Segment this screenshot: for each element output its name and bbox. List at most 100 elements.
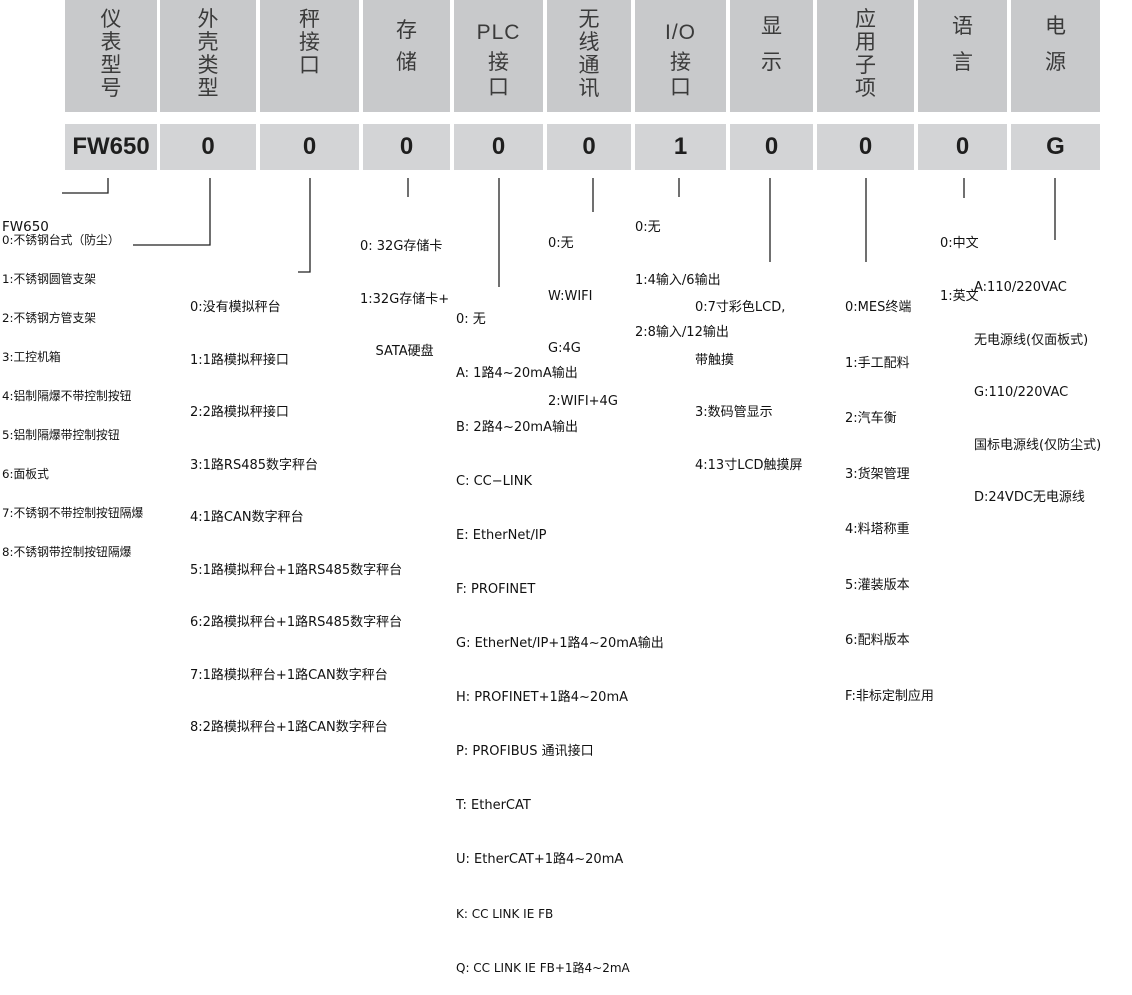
option-item: 8:2路模拟秤台+1路CAN数字秤台: [190, 720, 388, 735]
value-power: G: [1011, 124, 1100, 170]
options-wireless: 0:无 W:WIFI G:4G 2:WIFI+4G: [548, 200, 618, 428]
header-application: 应用子项: [817, 0, 914, 112]
header-display: 显示: [730, 0, 813, 112]
value-wireless: 0: [547, 124, 631, 170]
option-item: 8:不锈钢带控制按钮隔爆: [2, 545, 132, 559]
option-item: 7:1路模拟秤台+1路CAN数字秤台: [190, 667, 388, 683]
value-io: 1: [635, 124, 726, 170]
option-item: 2:汽车衡: [845, 411, 897, 426]
options-power: A:110/220VAC 无电源线(仅面板式) G:110/220VAC 国标电…: [974, 244, 1101, 524]
option-item: 4:铝制隔爆不带控制按钮: [2, 389, 132, 403]
header-label: 显示: [761, 14, 782, 74]
option-item: 2:8输入/12输出: [635, 325, 729, 340]
option-item: 1:4输入/6输出: [635, 272, 721, 288]
option-item: 0:MES终端: [845, 300, 912, 315]
header-label: 秤接口: [299, 7, 320, 77]
option-item: 0:不锈钢台式（防尘）: [2, 233, 120, 247]
option-item: 4:13寸LCD触摸屏: [695, 457, 803, 473]
options-storage: 0: 32G存储卡 1:32G存储卡+ SATA硬盘: [360, 203, 449, 378]
header-housing: 外壳类型: [160, 0, 256, 112]
option-item: A:110/220VAC: [974, 280, 1067, 295]
header-language: 语言: [918, 0, 1007, 112]
option-item: 6:2路模拟秤台+1路RS485数字秤台: [190, 615, 403, 630]
option-item: 6:面板式: [2, 467, 49, 481]
header-plc: PLC 接口: [454, 0, 543, 112]
connector-lines: [62, 178, 1056, 287]
option-item: G: EtherNet/IP+1路4~20mA输出: [456, 636, 664, 651]
option-item: 1:1路模拟秤接口: [190, 352, 289, 368]
options-model: FW650: [2, 184, 49, 254]
option-item: P: PROFIBUS 通讯接口: [456, 744, 594, 759]
option-item: 3:货架管理: [845, 466, 910, 482]
option-item: A: 1路4~20mA输出: [456, 366, 578, 381]
options-housing: 0:不锈钢台式（防尘） 1:不锈钢圆管支架 2:不锈钢方管支架 3:工控机箱 4…: [2, 208, 143, 572]
value-application: 0: [817, 124, 914, 170]
option-item: 0: 无: [456, 312, 486, 327]
option-item: 4:1路CAN数字秤台: [190, 510, 304, 525]
option-item: 1:手工配料: [845, 355, 910, 371]
value-storage: 0: [363, 124, 450, 170]
value-plc: 0: [454, 124, 543, 170]
option-item: G:110/220VAC: [974, 385, 1069, 400]
header-wireless: 无线通讯: [547, 0, 631, 112]
value-scale-interface: 0: [260, 124, 359, 170]
option-item: 2:不锈钢方管支架: [2, 311, 97, 325]
option-item: 0: 32G存储卡: [360, 239, 443, 254]
option-item: 3:数码管显示: [695, 405, 773, 420]
option-item: 1:32G存储卡+: [360, 291, 450, 307]
option-item: Q: CC LINK IE FB+1路4~2mA: [456, 961, 630, 975]
option-item: 0:7寸彩色LCD,: [695, 300, 786, 315]
option-item: G:4G: [548, 341, 581, 356]
header-label-rest: 接口: [670, 49, 691, 99]
option-item: 3:1路RS485数字秤台: [190, 457, 319, 473]
header-scale-interface: 秤接口: [260, 0, 359, 112]
option-item: 5:1路模拟秤台+1路RS485数字秤台: [190, 562, 403, 578]
option-item: 无电源线(仅面板式): [974, 332, 1089, 348]
header-label: 仪表型号: [100, 7, 122, 100]
header-model: 仪表型号: [65, 0, 157, 112]
option-item: 3:工控机箱: [2, 350, 61, 364]
option-item: 2:WIFI+4G: [548, 393, 618, 409]
header-label: 外壳类型: [197, 7, 219, 100]
option-item: SATA硬盘: [375, 344, 434, 359]
option-item: 2:2路模拟秤接口: [190, 405, 289, 420]
option-item: K: CC LINK IE FB: [456, 907, 554, 921]
options-language: 0:中文 1:英文: [940, 200, 979, 323]
header-label-latin: I/O: [664, 20, 696, 44]
options-io: 0:无 1:4输入/6输出 2:8输入/12输出: [635, 184, 729, 359]
option-item: T: EtherCAT: [456, 798, 531, 813]
header-label-latin: PLC: [476, 20, 521, 44]
option-item: D:24VDC无电源线: [974, 490, 1085, 505]
option-item: 1:不锈钢圆管支架: [2, 272, 97, 286]
option-item: 6:配料版本: [845, 633, 910, 648]
option-item: 5:灌装版本: [845, 577, 910, 593]
option-item: C: CC−LINK: [456, 474, 532, 489]
option-item: FW650: [2, 219, 49, 235]
option-item: E: EtherNet/IP: [456, 528, 547, 543]
option-item: F: PROFINET: [456, 582, 536, 597]
option-item: 0:无: [548, 236, 574, 251]
header-storage: 存储: [363, 0, 450, 112]
option-item: 带触摸: [695, 352, 735, 368]
option-item: 1:英文: [940, 288, 979, 304]
header-label: 无线通讯: [578, 7, 600, 100]
header-label-rest: 接口: [488, 49, 509, 99]
options-application: 0:MES终端 1:手工配料 2:汽车衡 3:货架管理 4:料塔称重 5:灌装版…: [845, 262, 934, 725]
header-label: 语言: [952, 14, 973, 74]
option-item: 5:铝制隔爆带控制按钮: [2, 428, 120, 442]
option-item: 0:中文: [940, 236, 979, 251]
option-item: 7:不锈钢不带控制按钮隔爆: [2, 506, 144, 520]
header-power: 电源: [1011, 0, 1100, 112]
value-language: 0: [918, 124, 1007, 170]
header-label: 存储: [396, 18, 417, 74]
option-item: U: EtherCAT+1路4~20mA: [456, 852, 624, 867]
header-label: 应用子项: [855, 7, 876, 100]
header-io: I/O 接口: [635, 0, 726, 112]
option-item: F:非标定制应用: [845, 688, 934, 704]
value-display: 0: [730, 124, 813, 170]
value-housing: 0: [160, 124, 256, 170]
option-item: W:WIFI: [548, 288, 593, 304]
options-display: 0:7寸彩色LCD, 带触摸 3:数码管显示 4:13寸LCD触摸屏: [695, 264, 803, 492]
option-item: 0:没有模拟秤台: [190, 300, 281, 315]
option-item: 0:无: [635, 220, 661, 235]
